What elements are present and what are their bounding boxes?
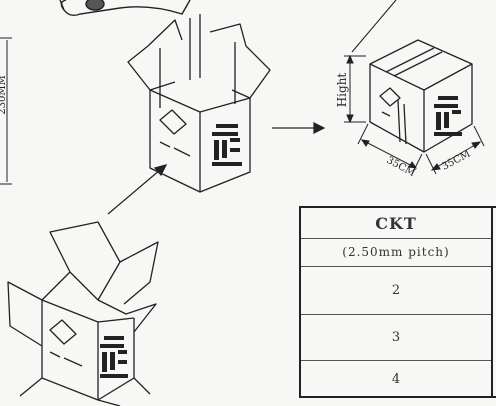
- closed-box: [369, 39, 473, 153]
- liner-sheet: [59, 0, 191, 17]
- table-row: 2: [301, 266, 491, 315]
- ckt-table: CKT (2.50mm pitch) 2 3 4: [299, 206, 496, 398]
- table-column-divider: [491, 208, 493, 396]
- width-left-label: 35CM: [385, 155, 417, 179]
- left-dimension-fragment: 230MM: [0, 37, 12, 185]
- table-subheader: (2.50mm pitch): [301, 238, 491, 267]
- middle-box: [127, 14, 271, 193]
- open-box: [7, 221, 159, 406]
- left-edge-label: 230MM: [0, 75, 8, 115]
- table-header: CKT: [301, 208, 491, 239]
- arrow-right: [272, 122, 326, 134]
- arrow-up: [107, 164, 168, 215]
- height-label: Hight: [335, 73, 349, 108]
- height-dimension: Hight: [335, 54, 366, 124]
- leader-line: [351, 0, 397, 53]
- table-row: 3: [301, 314, 491, 361]
- table-row: 4: [391, 371, 401, 387]
- width-dimension-left: 35CM: [357, 123, 423, 179]
- width-right-label: 35CM: [440, 149, 472, 173]
